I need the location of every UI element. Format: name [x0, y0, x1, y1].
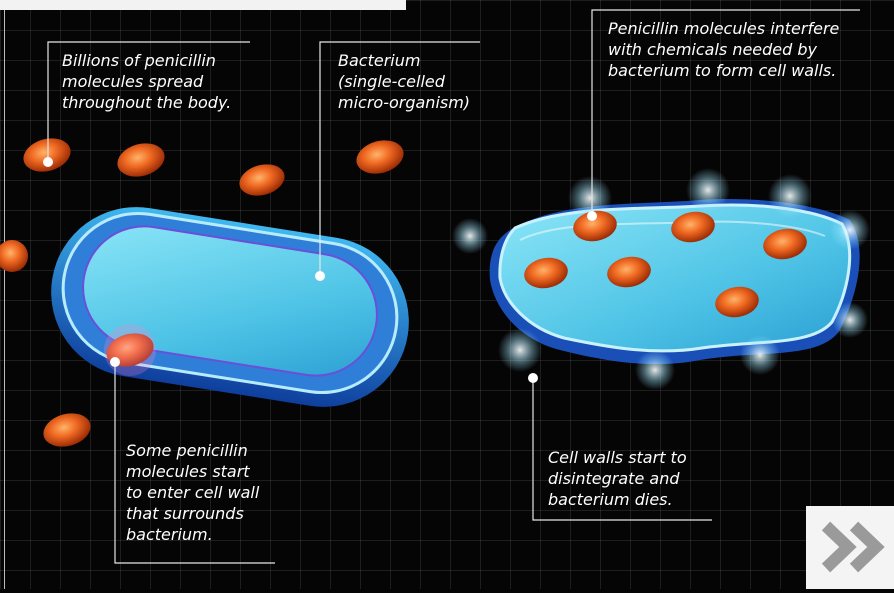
label-cell-walls-disintegrate: Cell walls start to disintegrate and bac…: [548, 447, 738, 510]
label-enter-cell-wall: Some penicillin molecules start to enter…: [126, 440, 296, 545]
double-chevron-right-icon[interactable]: [806, 506, 894, 589]
label-penicillin-spread: Billions of penicillin molecules spread …: [62, 50, 262, 113]
damaged-bacterium: [452, 168, 870, 390]
intact-bacterium: [39, 195, 421, 419]
label-penicillin-interfere: Penicillin molecules interfere with chem…: [608, 18, 894, 81]
label-bacterium: Bacterium (single-celled micro-organism): [338, 50, 498, 113]
